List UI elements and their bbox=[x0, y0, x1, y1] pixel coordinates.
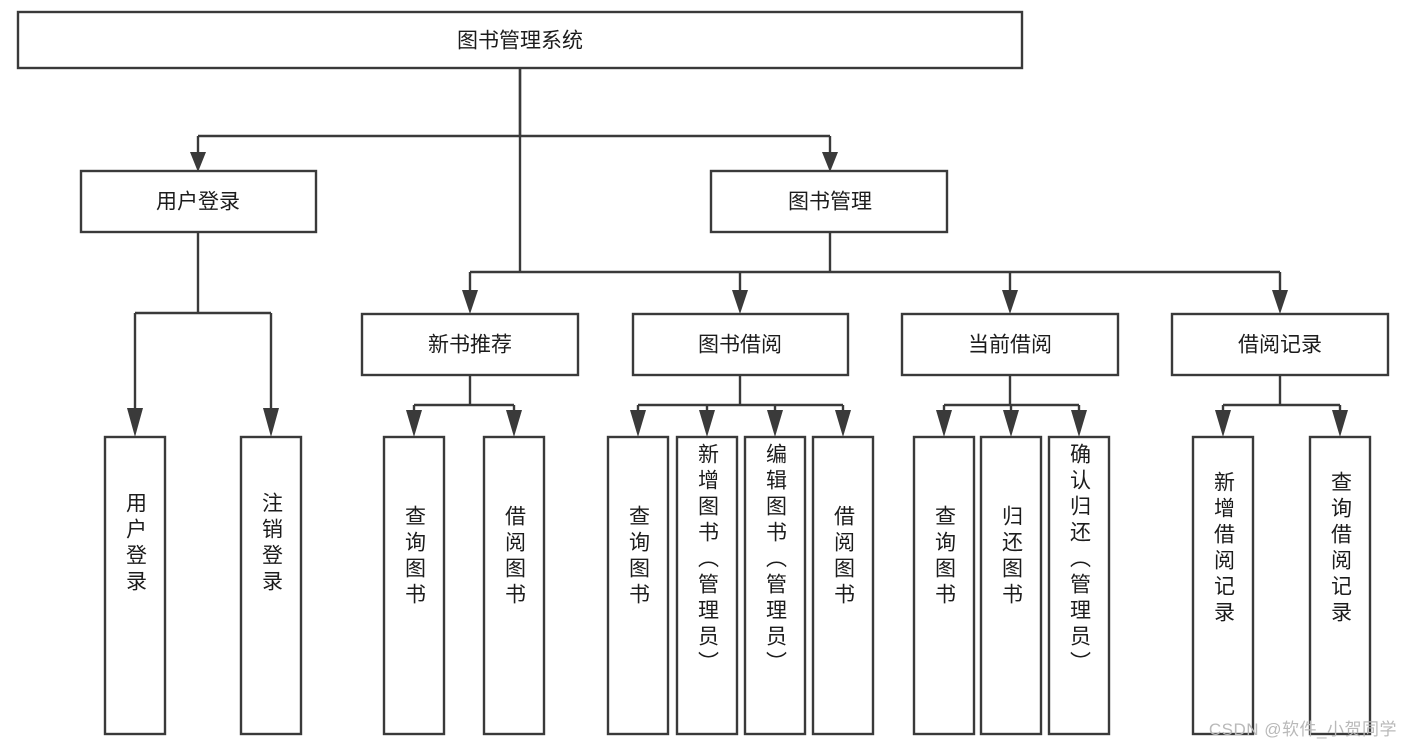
arrow-head-leaf-borrow-1 bbox=[506, 410, 522, 437]
node-current-borrowing-label: 当前借阅 bbox=[968, 334, 1052, 357]
node-book-management-label: 图书管理 bbox=[788, 191, 872, 214]
arrow-head-leaf-edit-book bbox=[767, 410, 783, 437]
csdn-watermark: CSDN @软件_小贺同学 bbox=[1208, 720, 1397, 739]
leaf-box-add-record[interactable] bbox=[1191, 435, 1255, 736]
leaf-box-user-login[interactable] bbox=[103, 435, 167, 736]
arrow-head-leaf-query-2 bbox=[630, 410, 646, 437]
node-new-book-recommend-label: 新书推荐 bbox=[428, 334, 512, 357]
arrow-head-leaf-add-book bbox=[699, 410, 715, 437]
arrow-head-leaf-borrow-2 bbox=[835, 410, 851, 437]
leaf-box-borrow-book-2[interactable] bbox=[811, 435, 875, 736]
arrow-head-leaf-confirm-return bbox=[1071, 410, 1087, 437]
node-book-borrowing-label: 图书借阅 bbox=[698, 334, 782, 357]
node-borrow-records[interactable]: 借阅记录 bbox=[1170, 312, 1390, 377]
node-user-login-label: 用户登录 bbox=[156, 191, 240, 214]
leaf-box-query-record[interactable] bbox=[1308, 435, 1372, 736]
leaf-box-add-book[interactable] bbox=[675, 435, 739, 736]
node-new-book-recommend[interactable]: 新书推荐 bbox=[360, 312, 580, 377]
leaf-box-logout[interactable] bbox=[239, 435, 303, 736]
arrow-head-leaf-user-login bbox=[127, 408, 143, 437]
leaf-box-query-book-3[interactable] bbox=[912, 435, 976, 736]
leaf-box-query-book-2[interactable] bbox=[606, 435, 670, 736]
node-user-login[interactable]: 用户登录 bbox=[79, 169, 318, 234]
arrow-head-bookmgmt bbox=[822, 152, 838, 172]
arrow-head-borrow bbox=[732, 290, 748, 314]
arrow-head-leaf-add-record bbox=[1215, 410, 1231, 437]
node-book-management[interactable]: 图书管理 bbox=[709, 169, 949, 234]
arrow-head-leaf-query-record bbox=[1332, 410, 1348, 437]
leaf-box-query-book-1[interactable] bbox=[382, 435, 446, 736]
arrow-head-leaf-query-1 bbox=[406, 410, 422, 437]
leaf-box-borrow-book-1[interactable] bbox=[482, 435, 546, 736]
arrow-head-newbook bbox=[462, 290, 478, 314]
node-root-label: 图书管理系统 bbox=[457, 30, 583, 53]
node-borrow-records-label: 借阅记录 bbox=[1238, 334, 1322, 357]
node-root-library-system[interactable]: 图书管理系统 bbox=[16, 10, 1024, 70]
leaf-box-return-book[interactable] bbox=[979, 435, 1043, 736]
leaf-box-confirm-return[interactable] bbox=[1047, 435, 1111, 736]
node-layer: 图书管理系统 用户登录 图书管理 新书推荐 图书借阅 bbox=[16, 10, 1390, 736]
arrow-head-record bbox=[1272, 290, 1288, 314]
node-book-borrowing[interactable]: 图书借阅 bbox=[631, 312, 850, 377]
arrow-head-leaf-return bbox=[1003, 410, 1019, 437]
arrow-head-userlogin bbox=[190, 152, 206, 172]
arrow-head-leaf-query-3 bbox=[936, 410, 952, 437]
arrow-head-leaf-logout bbox=[263, 408, 279, 437]
node-current-borrowing[interactable]: 当前借阅 bbox=[900, 312, 1120, 377]
leaf-box-edit-book[interactable] bbox=[743, 435, 807, 736]
arrow-head-current bbox=[1002, 290, 1018, 314]
connector-layer bbox=[127, 68, 1348, 437]
